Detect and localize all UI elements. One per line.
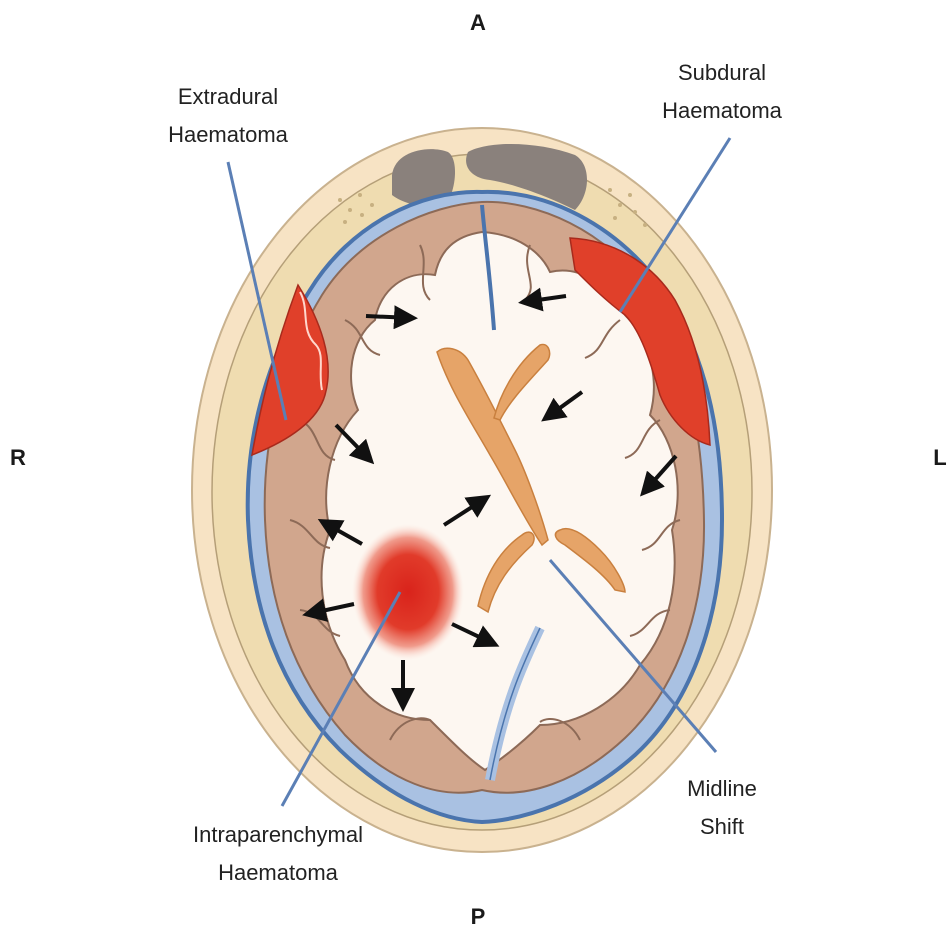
orientation-anterior: A — [470, 10, 486, 35]
label-midline-shift-line1: Midline — [687, 776, 757, 801]
label-extradural-line2: Haematoma — [168, 122, 289, 147]
label-extradural-line1: Extradural — [178, 84, 278, 109]
label-intraparenchymal-line1: Intraparenchymal — [193, 822, 363, 847]
arrow-1 — [366, 316, 412, 318]
label-intraparenchymal-line2: Haematoma — [218, 860, 339, 885]
label-subdural-line2: Haematoma — [662, 98, 783, 123]
orientation-posterior: P — [471, 904, 486, 929]
label-midline-shift-line2: Shift — [700, 814, 744, 839]
orientation-left: L — [933, 445, 946, 470]
orientation-right: R — [10, 445, 26, 470]
intraparenchymal-haematoma — [352, 524, 464, 660]
label-subdural-line1: Subdural — [678, 60, 766, 85]
